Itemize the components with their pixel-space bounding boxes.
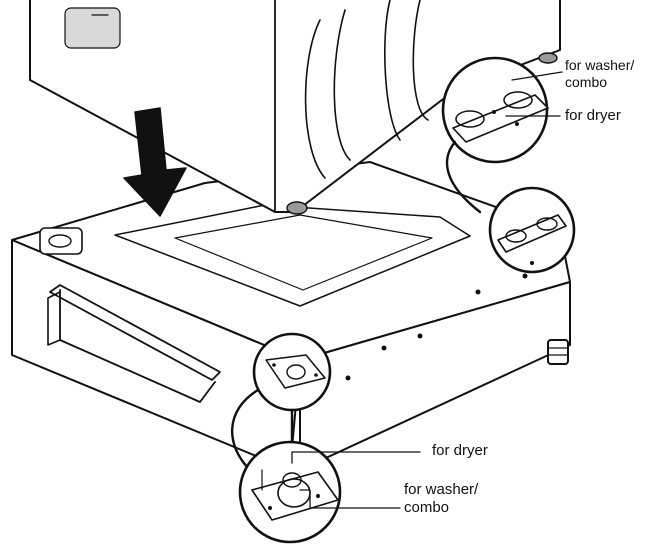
label-top-washer-2: combo <box>565 74 608 90</box>
down-arrow-icon <box>123 107 187 217</box>
pedestal <box>11 161 571 471</box>
label-bottom-washer-2: combo <box>404 499 450 516</box>
appliance <box>29 0 561 215</box>
appliance-foot <box>286 201 308 215</box>
label-top-washer-1: for washer/ <box>565 57 635 73</box>
pedestal-right <box>299 281 571 471</box>
drawer-handle <box>49 284 221 403</box>
label-bottom-dryer: for dryer <box>432 442 488 459</box>
leveling-foot <box>547 339 569 365</box>
callout-bottom-corner <box>230 332 332 472</box>
appliance-panel <box>64 7 121 49</box>
callout-top-right <box>441 56 563 214</box>
label-bottom-washer-1: for washer/ <box>404 481 479 498</box>
screw-holes <box>345 273 528 381</box>
callout-bottom-detail <box>238 440 421 544</box>
label-top-dryer: for dryer <box>565 107 621 124</box>
callout-right-middle <box>488 186 576 274</box>
